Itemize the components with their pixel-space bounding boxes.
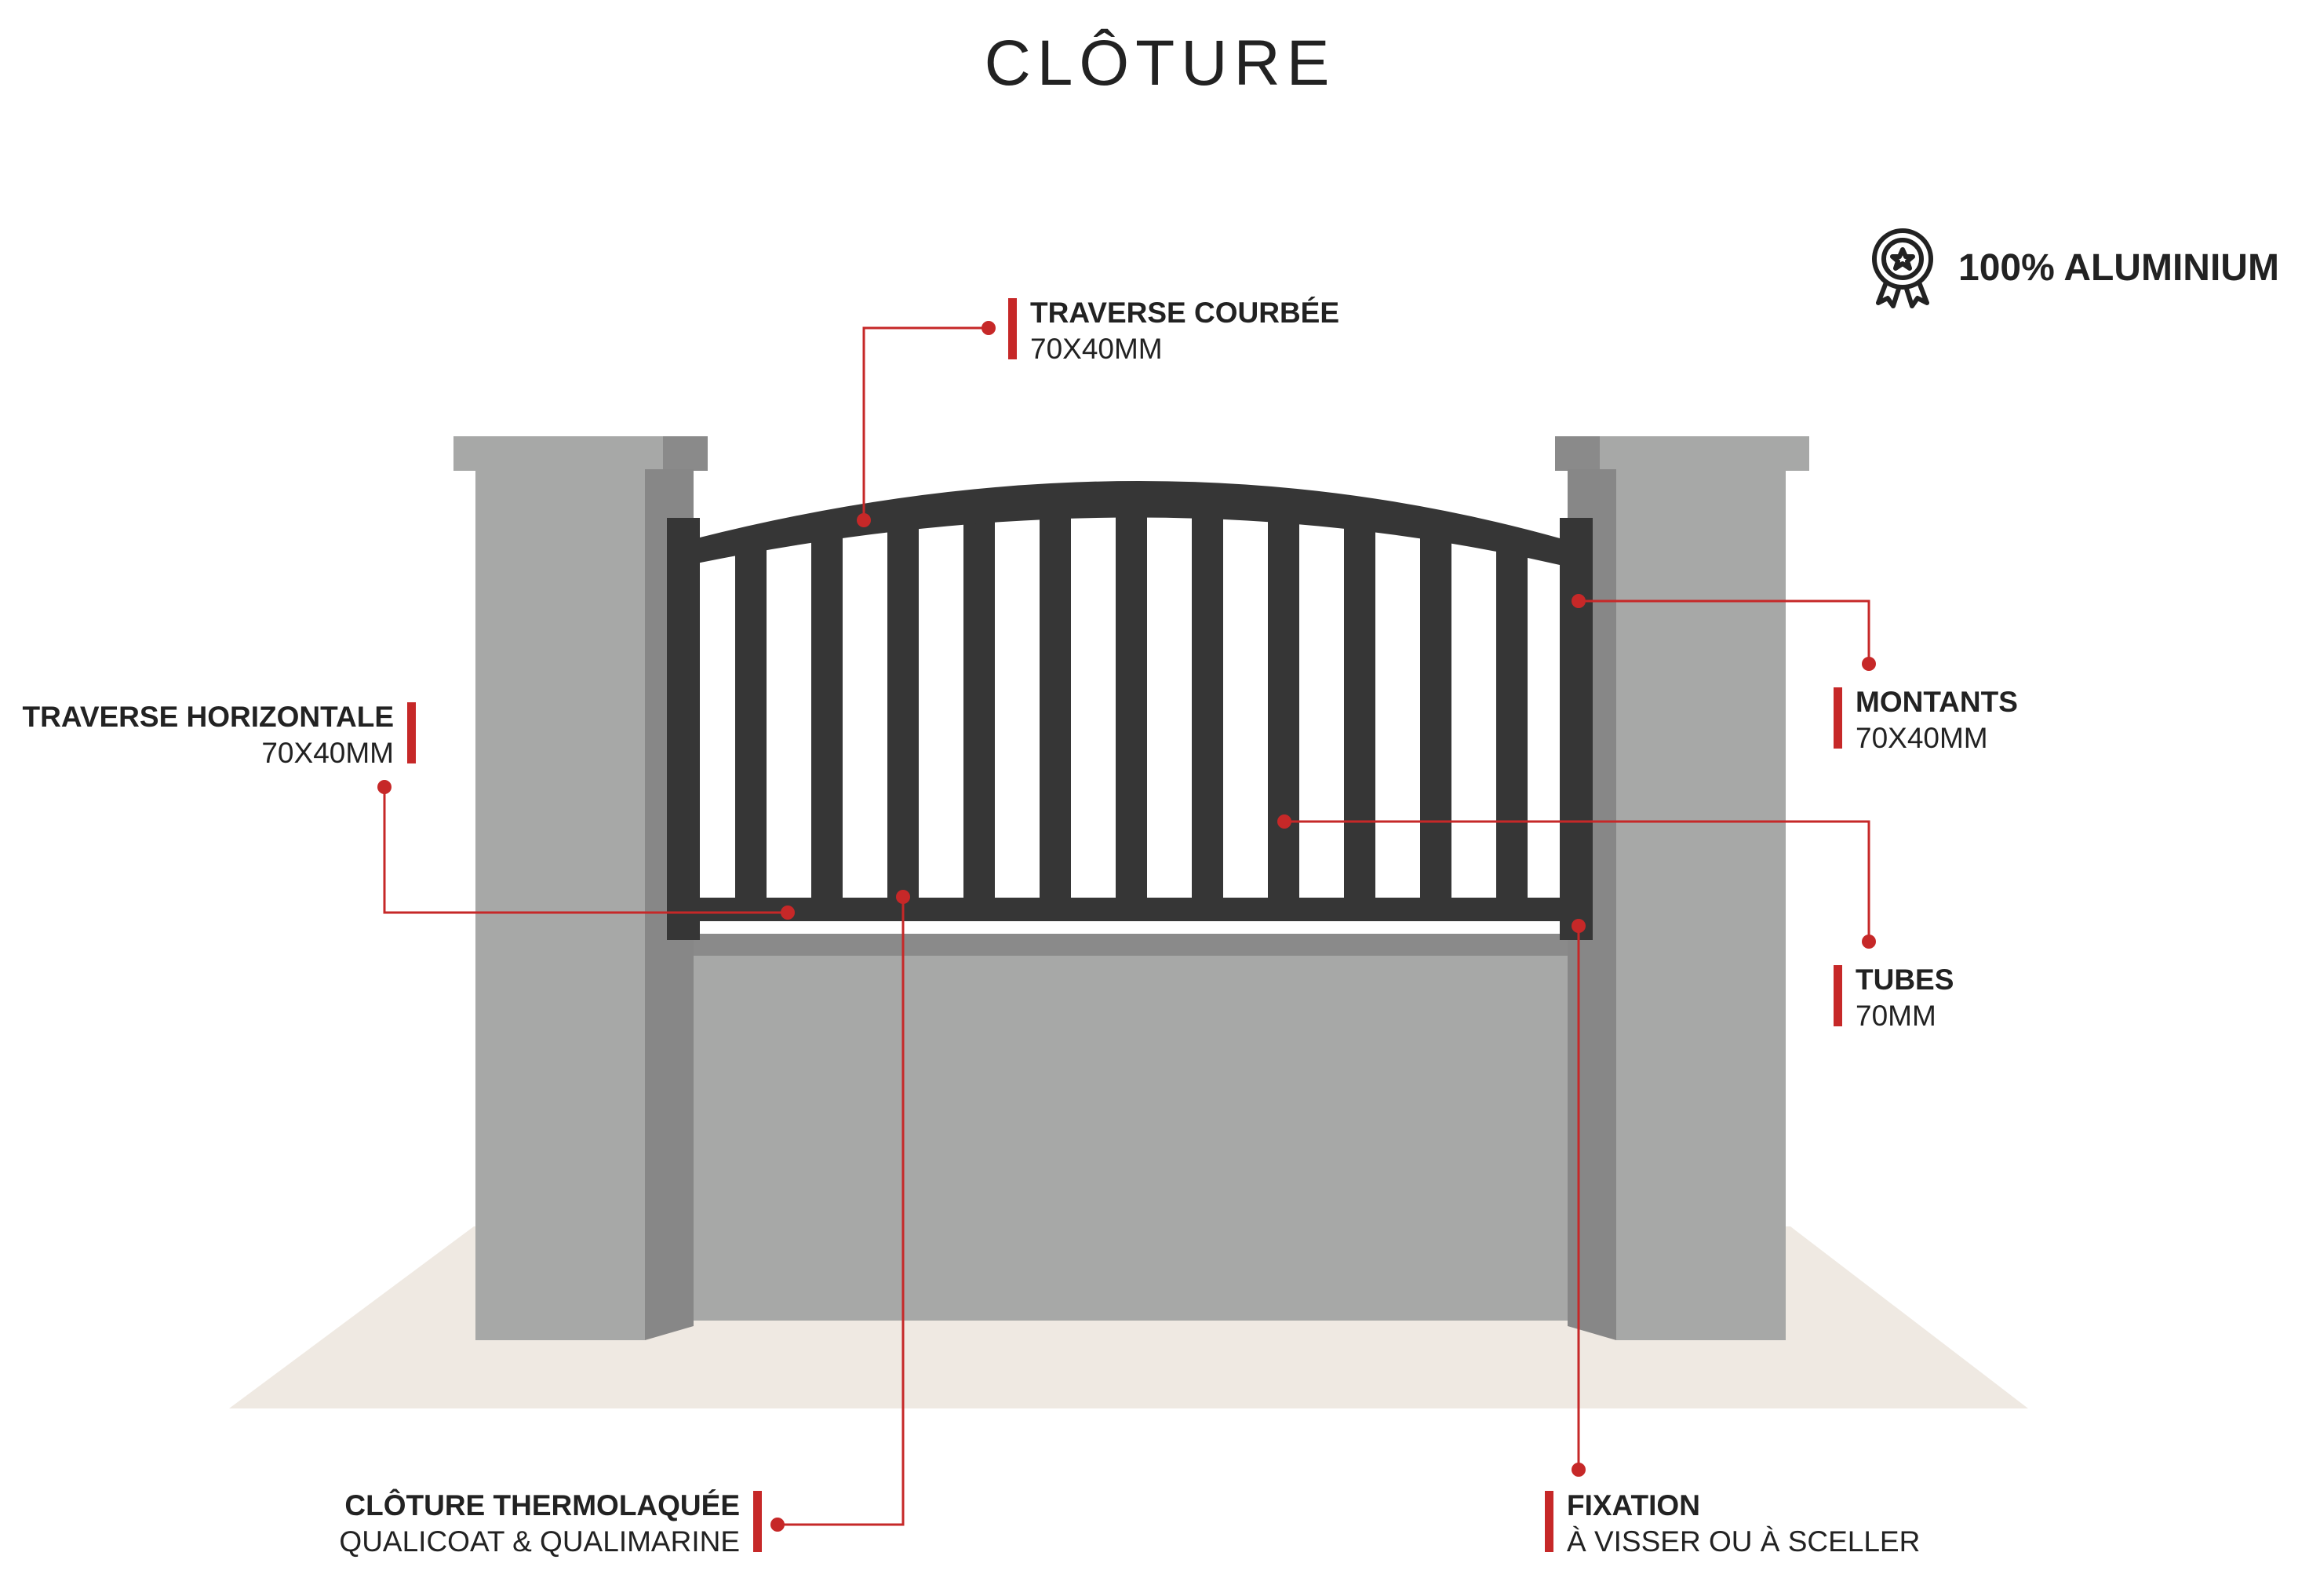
label-name: FIXATION [1567, 1489, 1700, 1521]
callout-dots [377, 321, 1876, 1532]
dot [1862, 935, 1876, 949]
right-post [1560, 518, 1593, 940]
badge-text: 100% ALUMINIUM [1958, 246, 2279, 289]
label-name: TRAVERSE COURBÉE [1030, 297, 1340, 329]
label-name: MONTANTS [1856, 686, 2018, 718]
leader-montants [1579, 599, 1870, 664]
dot [377, 780, 392, 794]
fence-panel [667, 481, 1593, 940]
curved-rail [697, 481, 1560, 565]
right-pillar-cap-side [1555, 436, 1600, 471]
label-name: TUBES [1856, 964, 1954, 996]
low-wall [665, 956, 1597, 1321]
dot [1572, 1463, 1586, 1477]
label-name: CLÔTURE THERMOLAQUÉE [344, 1489, 740, 1521]
horizontal-rail [697, 898, 1560, 921]
left-pillar-cap-side [663, 436, 708, 471]
tube [887, 521, 919, 902]
label-name: TRAVERSE HORIZONTALE [22, 701, 394, 733]
label-spec: 70MM [1856, 1000, 1936, 1032]
label-spec: 70X40MM [1030, 333, 1163, 365]
leader-traverse-horizontale [383, 787, 788, 914]
label-thermolaquee: CLÔTURE THERMOLAQUÉE QUALICOAT & QUALIMA… [339, 1488, 762, 1560]
dot [770, 1518, 785, 1532]
label-traverse-horizontale: TRAVERSE HORIZONTALE 70X40MM [23, 699, 416, 771]
leader-tubes [1284, 820, 1870, 942]
tube [1116, 510, 1147, 902]
right-pillar [1616, 469, 1786, 1340]
accent-bar [407, 702, 416, 763]
dot [1277, 814, 1291, 829]
tube [963, 515, 995, 902]
tube [1040, 512, 1071, 902]
tube [1268, 515, 1299, 902]
label-montants: MONTANTS 70X40MM [1834, 684, 2018, 756]
label-spec: 70X40MM [1856, 722, 1988, 754]
dot [982, 321, 996, 335]
left-post [667, 518, 700, 940]
tube [1344, 521, 1375, 902]
dot [896, 890, 910, 904]
dot [781, 905, 795, 920]
label-fixation: FIXATION À VISSER OU À SCELLER [1545, 1488, 1920, 1560]
rail-gap [700, 921, 1560, 927]
tube [1496, 541, 1528, 902]
accent-bar [1834, 965, 1842, 1026]
dot [857, 513, 871, 527]
tube [1420, 530, 1451, 902]
label-tubes: TUBES 70MM [1834, 962, 1954, 1034]
leader-thermolaquee [778, 897, 905, 1526]
label-spec: À VISSER OU À SCELLER [1567, 1525, 1921, 1558]
dot [1862, 657, 1876, 671]
accent-bar [1008, 298, 1017, 359]
label-spec: QUALICOAT & QUALIMARINE [339, 1525, 740, 1558]
award-ribbon-icon [1872, 228, 1933, 308]
dot [1572, 594, 1586, 608]
callout-lines [383, 326, 1870, 1526]
label-traverse-courbee: TRAVERSE COURBÉE 70X40MM [1008, 295, 1339, 367]
accent-bar [1834, 687, 1842, 749]
accent-bar [753, 1491, 762, 1552]
wall-cap [665, 934, 1597, 957]
label-spec: 70X40MM [261, 737, 394, 769]
aluminium-badge: 100% ALUMINIUM [1867, 226, 2279, 309]
tube [735, 541, 767, 902]
tube [1192, 512, 1223, 902]
page-title: CLÔTURE [984, 27, 1336, 99]
fence-tubes [735, 510, 1528, 902]
dot [1572, 919, 1586, 933]
left-pillar [475, 469, 645, 1340]
accent-bar [1545, 1491, 1553, 1552]
leader-traverse-courbee [862, 326, 989, 520]
tube [811, 530, 843, 902]
